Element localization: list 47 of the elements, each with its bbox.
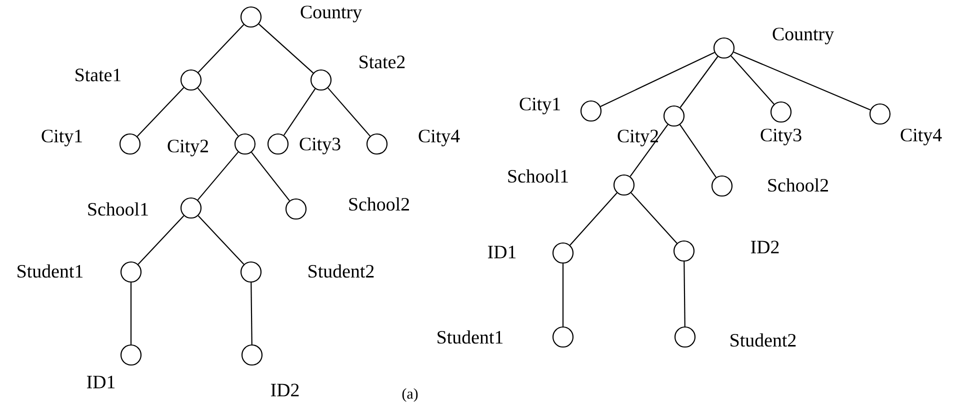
node-label: State1 — [76, 68, 121, 82]
tree-edge — [138, 215, 184, 265]
tree-edge — [328, 88, 370, 136]
tree-edge — [283, 88, 316, 136]
tree-edge — [136, 87, 184, 137]
node-label: City3 — [760, 128, 802, 146]
tree-edge — [250, 282, 252, 344]
node-label: ID2 — [270, 384, 299, 396]
node-label: ID2 — [750, 240, 779, 254]
tree-edge — [684, 262, 686, 326]
node-label: School1 — [88, 202, 148, 216]
node-label: Country — [300, 6, 362, 22]
tree-edge — [630, 124, 668, 177]
tree-edge — [251, 152, 290, 202]
tree-edge — [197, 88, 239, 136]
node-label: City1 — [520, 98, 560, 114]
tree-edge — [600, 52, 715, 107]
node-label: ID1 — [488, 246, 516, 258]
node-label: City2 — [168, 140, 208, 156]
node-label: City1 — [42, 130, 82, 146]
tree-edge — [130, 282, 132, 344]
tree-edge — [734, 52, 870, 110]
node-label: State2 — [360, 56, 405, 68]
node-label: School2 — [349, 197, 409, 211]
node-label: City2 — [618, 130, 658, 146]
tree-edge — [730, 56, 774, 104]
node-label: City4 — [418, 130, 460, 146]
node-label: Student2 — [730, 333, 796, 347]
tree-edge — [570, 192, 618, 246]
tree-edge — [198, 24, 244, 73]
tree-edge — [258, 24, 314, 74]
node-label: City4 — [900, 128, 942, 146]
tree-edge — [562, 264, 564, 326]
figure-label: (a) — [402, 388, 418, 402]
node-label: Country — [772, 28, 834, 44]
node-label: ID1 — [86, 376, 115, 388]
tree-edge — [197, 152, 239, 200]
tree-edge — [198, 215, 244, 265]
node-label: Student2 — [308, 264, 374, 278]
tree-edge — [630, 192, 678, 244]
tree-edge — [680, 56, 718, 108]
node-label: Student1 — [438, 330, 503, 344]
tree-edge — [680, 124, 716, 178]
node-label: Student1 — [18, 264, 83, 278]
node-label: School1 — [508, 169, 568, 183]
node-label: School2 — [768, 178, 828, 192]
node-label: City3 — [300, 138, 340, 154]
